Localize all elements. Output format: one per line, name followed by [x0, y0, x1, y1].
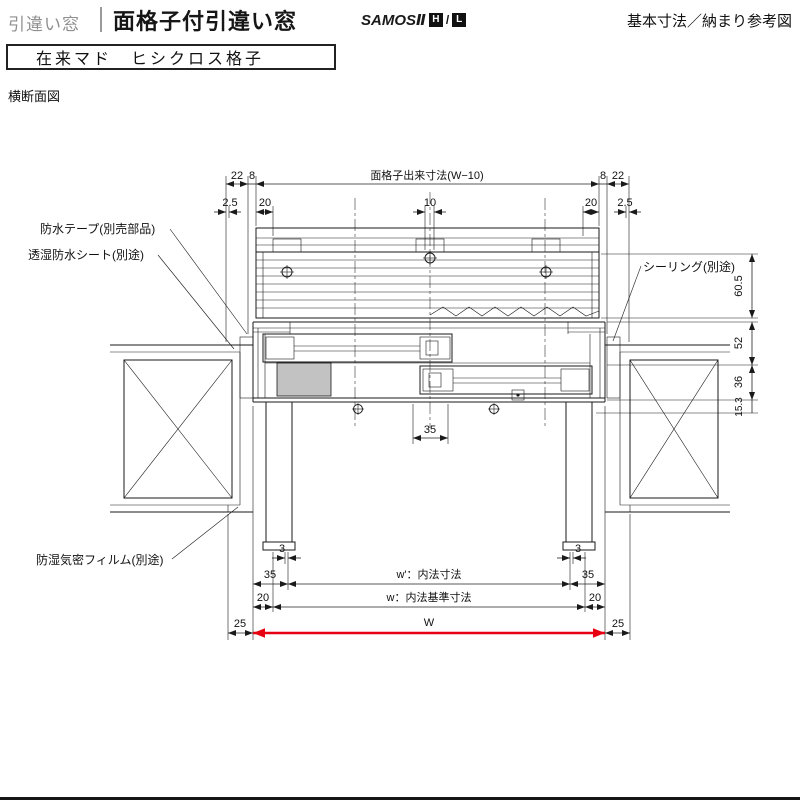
- dimensions-top: 22 8 面格子出来寸法(W−10) 8 22 2.5 20 10 20 2.5: [214, 168, 641, 342]
- stud-cross-brace: [629, 359, 719, 499]
- sash-stile: [265, 336, 295, 360]
- screw-icon: [423, 251, 437, 265]
- dim-top-20-left: 20: [259, 197, 271, 209]
- fixing-dot: [516, 393, 520, 397]
- dim-bottom-20-right: 20: [589, 592, 601, 604]
- window-category-label: 引違い窓: [8, 15, 80, 34]
- dim-top-2-5-right: 2.5: [617, 197, 632, 209]
- grille-bracket: [531, 238, 561, 253]
- header-note: 基本寸法／納まり参考図: [626, 13, 792, 30]
- dim-top-8-left: 8: [249, 170, 255, 182]
- fixing-block: [511, 389, 525, 401]
- screw-icon: [539, 265, 553, 279]
- face-grille: [255, 227, 600, 319]
- dim-top-10-center: 10: [424, 197, 436, 209]
- series-subtitle-box: 在来マド ヒシクロス格子: [6, 44, 336, 70]
- trim-cap-left: [262, 541, 296, 551]
- brand-name: SAMOSⅡ: [361, 12, 426, 29]
- center-lines: [354, 192, 546, 428]
- grille-top-rail: [255, 227, 600, 253]
- trim-cap-right: [562, 541, 596, 551]
- leader-line: [157, 254, 235, 350]
- dim-grille-width: 面格子出来寸法(W−10): [370, 168, 483, 182]
- sealing-backer-right: [606, 336, 621, 399]
- leader-line: [612, 265, 642, 342]
- callout-sealing: シーリング(別途): [643, 259, 735, 274]
- page-bottom-edge: [0, 797, 800, 800]
- meeting-stile: [422, 368, 454, 392]
- dim-base-width: w：内法基準寸法: [386, 590, 472, 604]
- dim-overall-width: W: [424, 617, 435, 629]
- view-label: 横断面図: [8, 89, 61, 104]
- grille-lattice-body: [255, 251, 600, 319]
- callout-breathable-sheet: 透湿防水シート(別途): [28, 247, 144, 262]
- trim-column-left: [265, 401, 293, 543]
- page-title: 面格子付引違い窓: [113, 9, 298, 34]
- grille-bracket: [272, 238, 302, 253]
- exterior-sash: [262, 333, 453, 363]
- dim-top-22-right: 22: [612, 170, 624, 182]
- dim-side-60-5: 60.5: [733, 275, 745, 296]
- header-divider: [100, 7, 102, 32]
- wall-stud: [123, 359, 233, 499]
- dimensions-middle: 35: [412, 404, 449, 444]
- dim-side-36: 36: [733, 376, 745, 388]
- dim-top-8-right: 8: [600, 170, 606, 182]
- brand-h-box: H: [428, 13, 443, 27]
- meeting-stile-core: [425, 340, 439, 356]
- screw-icon: [280, 265, 294, 279]
- dim-bottom-25-right: 25: [612, 618, 624, 630]
- dim-bottom-3-left: 3: [279, 543, 285, 555]
- callout-waterproof-tape: 防水テープ(別売部品): [40, 221, 155, 236]
- dim-mid-35: 35: [424, 424, 436, 436]
- screw-icon: [352, 403, 364, 415]
- dim-side-52: 52: [733, 337, 745, 349]
- break-line: [429, 306, 600, 317]
- wall-stud: [629, 359, 719, 499]
- stud-cross-brace: [123, 359, 233, 499]
- interior-sash: [419, 365, 593, 395]
- dim-side-15-3: 15.3: [734, 397, 745, 417]
- dimensions-right: 60.5 52 36 15.3: [596, 253, 758, 417]
- screw-icon: [488, 403, 500, 415]
- dim-top-20-right: 20: [585, 197, 597, 209]
- leader-line: [171, 506, 239, 560]
- leader-line: [169, 228, 248, 335]
- meeting-stile: [419, 336, 451, 360]
- dim-bottom-25-left: 25: [234, 618, 246, 630]
- dim-bottom-35-left: 35: [264, 569, 276, 581]
- sash-stile: [560, 368, 590, 392]
- dim-bottom-3-right: 3: [575, 543, 581, 555]
- brand-slash: /: [445, 13, 450, 27]
- dim-top-2-5-left: 2.5: [222, 197, 237, 209]
- trim-column-right: [565, 401, 593, 543]
- dim-bottom-20-left: 20: [257, 592, 269, 604]
- meeting-stile-core: [428, 372, 442, 388]
- interior-trim: [262, 401, 596, 551]
- callouts: 防水テープ(別売部品) 透湿防水シート(別途) シーリング(別途) 防湿気密フィ…: [28, 221, 735, 567]
- brand-l-box: L: [452, 13, 467, 27]
- dim-bottom-35-right: 35: [582, 569, 594, 581]
- frame-pocket-block: [276, 362, 332, 397]
- sealing-backer-left: [239, 336, 254, 399]
- dim-inner-width: w'：内法寸法: [395, 567, 461, 581]
- window-frame: [239, 321, 621, 415]
- callout-vapor-film: 防湿気密フィルム(別途): [36, 552, 164, 567]
- wall-sections: [110, 344, 730, 513]
- dimensions-bottom: 3 3 35 w'：内法寸法 35 20 w：内法基準寸法 20 25 W 25: [227, 406, 631, 640]
- dim-top-22-left: 22: [231, 170, 243, 182]
- brand-badge: SAMOSⅡ H / L: [361, 11, 467, 29]
